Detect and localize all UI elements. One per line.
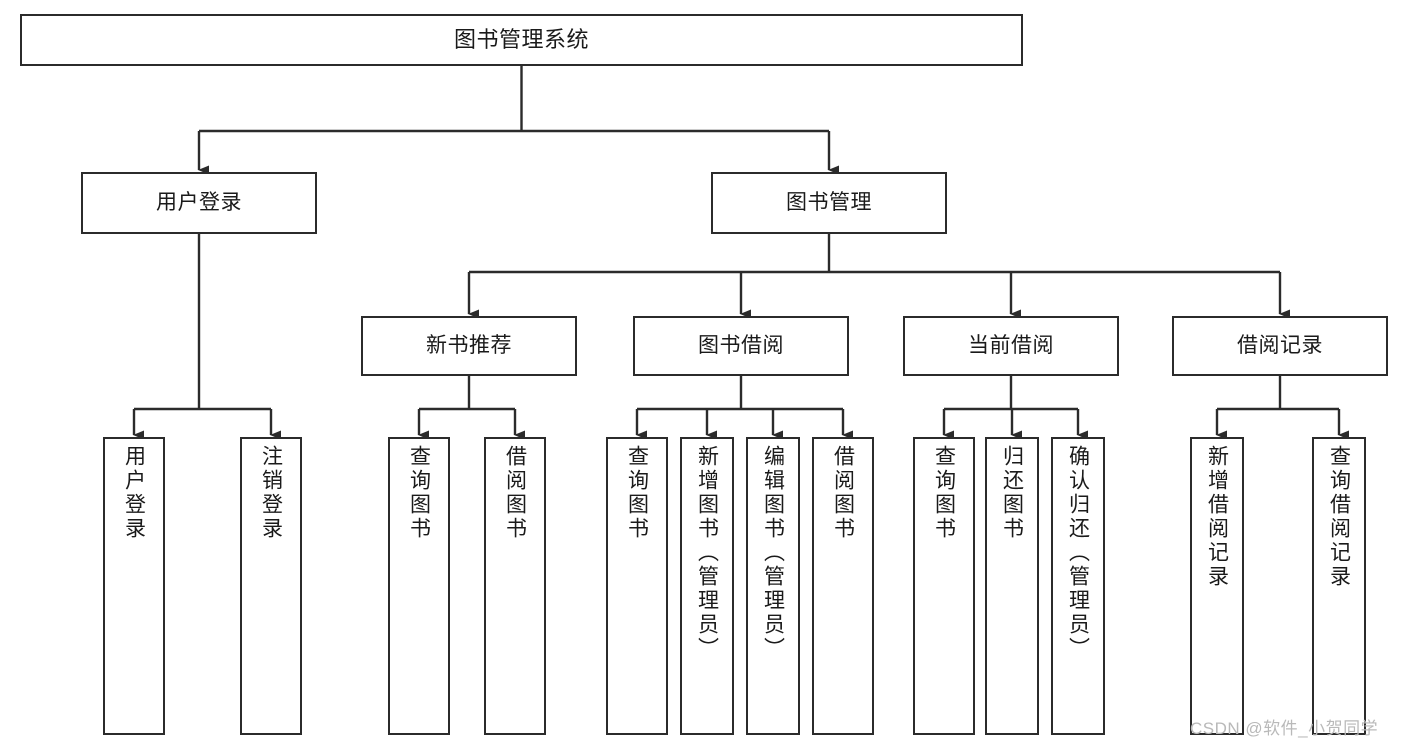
node-label: 用户登录: [156, 190, 242, 214]
leaf-query-book-recommend[interactable]: 查询图书: [388, 437, 450, 735]
node-user-login[interactable]: 用户登录: [81, 172, 317, 234]
node-label: 新增借阅记录: [1205, 445, 1229, 589]
node-label: 图书管理系统: [453, 27, 589, 53]
node-label: 用户登录: [122, 445, 146, 541]
leaf-query-borrow-record[interactable]: 查询借阅记录: [1312, 437, 1366, 735]
leaf-add-borrow-record[interactable]: 新增借阅记录: [1190, 437, 1244, 735]
node-label: 新增图书（管理员）: [695, 445, 719, 661]
node-book-management[interactable]: 图书管理: [711, 172, 947, 234]
node-label: 确认归还（管理员）: [1066, 445, 1090, 661]
node-label: 借阅图书: [503, 445, 527, 541]
leaf-borrow-book-recommend[interactable]: 借阅图书: [484, 437, 546, 735]
node-label: 借阅图书: [831, 445, 855, 541]
node-label: 查询借阅记录: [1327, 445, 1351, 589]
node-label: 当前借阅: [968, 333, 1054, 357]
leaf-add-book-admin[interactable]: 新增图书（管理员）: [680, 437, 734, 735]
node-current-borrow[interactable]: 当前借阅: [903, 316, 1119, 376]
node-label: 图书借阅: [698, 333, 784, 357]
leaf-return-book[interactable]: 归还图书: [985, 437, 1039, 735]
leaf-borrow-book[interactable]: 借阅图书: [812, 437, 874, 735]
node-borrow-records[interactable]: 借阅记录: [1172, 316, 1388, 376]
leaf-logout[interactable]: 注销登录: [240, 437, 302, 735]
node-book-borrow[interactable]: 图书借阅: [633, 316, 849, 376]
node-label: 查询图书: [625, 445, 649, 541]
watermark: CSDN @软件_小贺同学: [1190, 719, 1379, 738]
leaf-query-book-borrow[interactable]: 查询图书: [606, 437, 668, 735]
leaf-confirm-return-admin[interactable]: 确认归还（管理员）: [1051, 437, 1105, 735]
node-root[interactable]: 图书管理系统: [20, 14, 1023, 66]
node-label: 查询图书: [407, 445, 431, 541]
leaf-query-book-current[interactable]: 查询图书: [913, 437, 975, 735]
node-label: 新书推荐: [426, 333, 512, 357]
node-label: 编辑图书（管理员）: [761, 445, 785, 661]
leaf-user-login[interactable]: 用户登录: [103, 437, 165, 735]
node-label: 注销登录: [259, 445, 283, 541]
node-new-book-recommend[interactable]: 新书推荐: [361, 316, 577, 376]
node-label: 归还图书: [1000, 445, 1024, 541]
node-label: 查询图书: [932, 445, 956, 541]
node-label: 图书管理: [786, 190, 872, 214]
leaf-edit-book-admin[interactable]: 编辑图书（管理员）: [746, 437, 800, 735]
node-label: 借阅记录: [1237, 333, 1323, 357]
